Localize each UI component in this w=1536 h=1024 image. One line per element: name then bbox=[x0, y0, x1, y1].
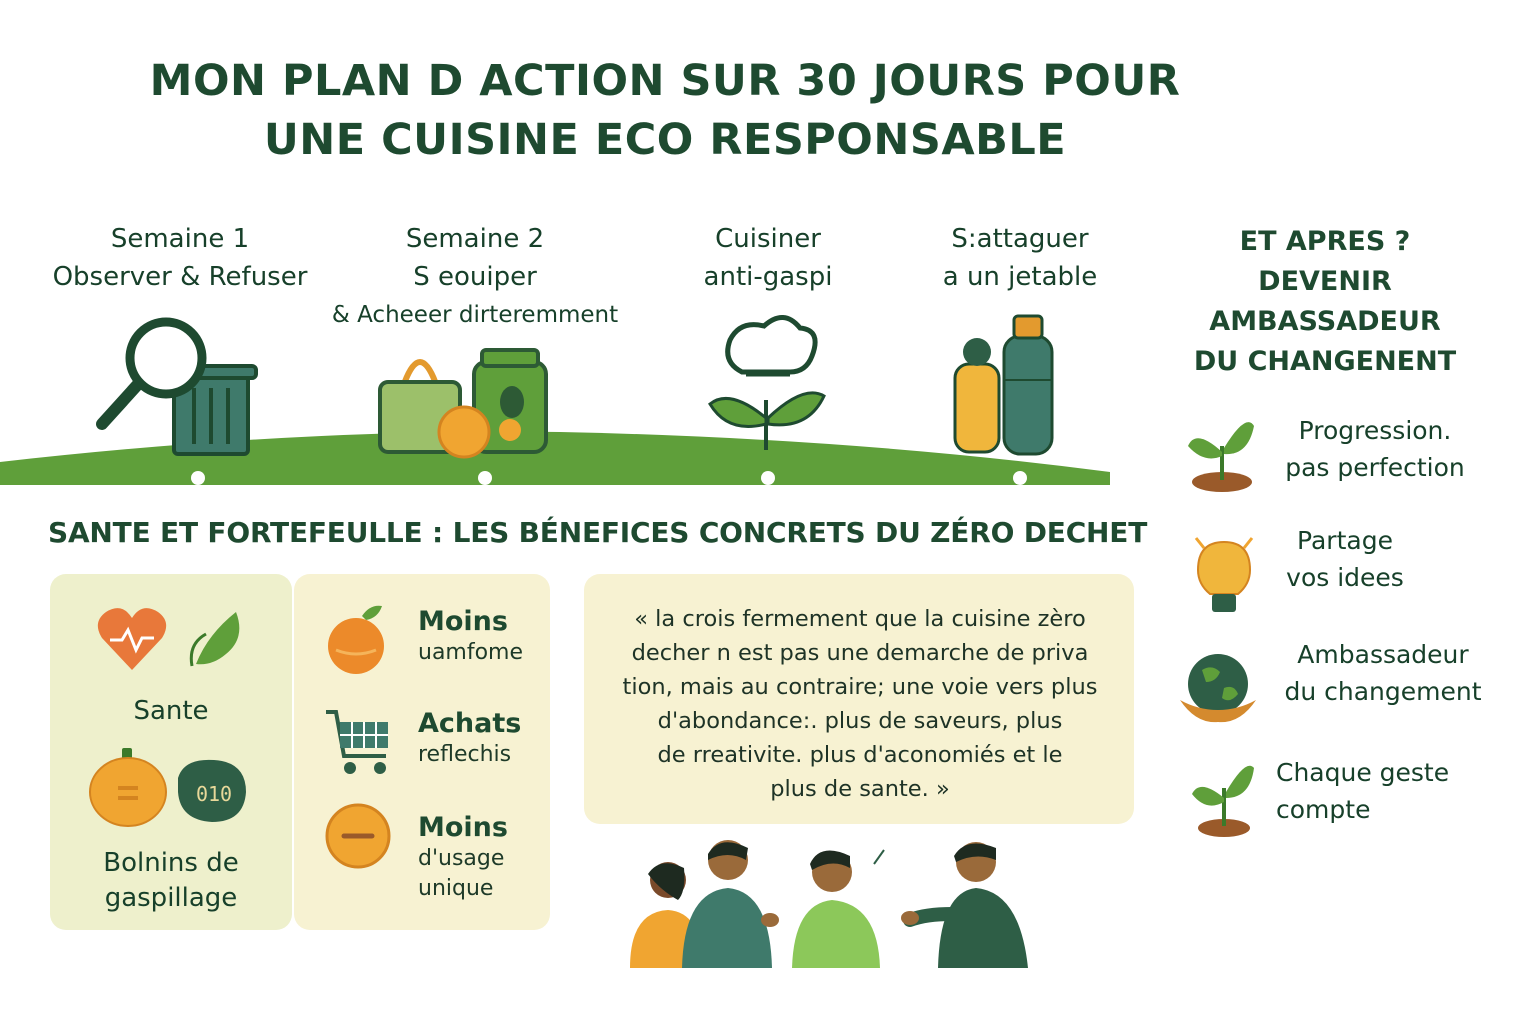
quote-line: d'abondance:. plus de saveurs, plus bbox=[657, 708, 1063, 734]
money-item-3: Moins d'usage unique bbox=[418, 812, 548, 904]
week-2-line-1: Semaine 2 bbox=[405, 224, 545, 254]
globe-hands-icon bbox=[1180, 654, 1256, 723]
after-title-line-3: AMBASSADEUR bbox=[1209, 306, 1441, 337]
week-4-line-2: a un jetable bbox=[942, 262, 1098, 292]
chef-hat-sprout-icon bbox=[708, 315, 826, 450]
person-4 bbox=[901, 842, 1028, 968]
money-item-1-title: Moins bbox=[418, 606, 508, 637]
week-3-line-2: anti-gaspi bbox=[703, 262, 833, 292]
waste-label-line-1: Bolnins de bbox=[103, 848, 239, 878]
benefits-section-title: SANTE ET FORTEFEULLE : LES BÉNEFICES CON… bbox=[48, 516, 1148, 549]
week-4-label: S:attaguer a un jetable bbox=[900, 220, 1140, 296]
title-line-1: MON PLAN D ACTION SUR 30 JOURS POUR bbox=[149, 56, 1181, 106]
person-3 bbox=[792, 850, 880, 968]
money-item-2-sub: reflechis bbox=[418, 742, 512, 767]
money-item-2: Achats reflechis bbox=[418, 708, 548, 770]
after-title-line-2: DEVENIR bbox=[1258, 266, 1392, 297]
pumpkin-coin-icon bbox=[89, 748, 167, 827]
quote-card bbox=[584, 574, 1134, 824]
cart-icon bbox=[326, 710, 388, 774]
money-item-1: Moins uamfome bbox=[418, 606, 548, 668]
page-title: MON PLAN D ACTION SUR 30 JOURS POUR UNE … bbox=[40, 52, 1290, 170]
title-line-2: UNE CUISINE ECO RESPONSABLE bbox=[263, 115, 1067, 165]
sprout-icon bbox=[1188, 422, 1254, 492]
timeline-dot bbox=[478, 471, 492, 485]
health-card bbox=[50, 574, 292, 930]
after-item-2: Partage vos idees bbox=[1270, 522, 1420, 596]
quote-line: de rreativite. plus d'aconomiés et le bbox=[657, 742, 1063, 768]
leaf-badge-icon bbox=[178, 759, 246, 822]
week-2-label: Semaine 2 S eouiper & Acheeer dirteremme… bbox=[315, 220, 635, 334]
week-1-line-2: Observer & Refuser bbox=[52, 262, 308, 292]
money-item-2-title: Achats bbox=[418, 708, 522, 739]
week-4-line-1: S:attaguer bbox=[951, 224, 1089, 254]
quote-line: plus de sante. » bbox=[770, 776, 950, 802]
after-item-4: Chaque geste compte bbox=[1276, 754, 1476, 828]
waste-label-line-2: gaspillage bbox=[104, 883, 238, 913]
timeline-dot bbox=[761, 471, 775, 485]
after-item-2-line-2: vos idees bbox=[1286, 563, 1404, 592]
money-item-3-sub-1: d'usage bbox=[418, 846, 505, 871]
after-title: ET APRES ? DEVENIR AMBASSADEUR DU CHANGE… bbox=[1160, 222, 1490, 382]
magnifier-trash-icon bbox=[96, 317, 258, 456]
week-2-line-3: & Acheeer dirteremment bbox=[331, 302, 619, 328]
minus-coin-icon bbox=[325, 803, 391, 869]
after-item-4-line-1: Chaque geste bbox=[1276, 758, 1450, 787]
person-2 bbox=[682, 840, 779, 968]
money-item-3-sub-2: unique bbox=[418, 876, 494, 901]
speech-mark bbox=[873, 849, 885, 865]
week-3-label: Cuisiner anti-gaspi bbox=[648, 220, 888, 296]
health-label: Sante bbox=[133, 696, 209, 726]
quote-line: decher n est pas une demarche de priva bbox=[631, 640, 1089, 666]
bottles-icon bbox=[953, 314, 1054, 456]
after-item-1-line-2: pas perfection bbox=[1285, 453, 1465, 482]
timeline-dot bbox=[1013, 471, 1027, 485]
heart-leaf-icon bbox=[97, 608, 240, 670]
after-item-3-line-2: du changement bbox=[1284, 677, 1482, 706]
after-item-3: Ambassadeur du changement bbox=[1278, 636, 1488, 710]
badge-text: 010 bbox=[195, 782, 233, 806]
after-item-1: Progression. pas perfection bbox=[1270, 412, 1480, 486]
after-title-line-4: DU CHANGENENT bbox=[1193, 346, 1457, 377]
quote-line: « la crois fermement que la cuisine zèro bbox=[634, 606, 1086, 632]
after-title-line-1: ET APRES ? bbox=[1239, 226, 1411, 257]
person-1 bbox=[630, 862, 704, 968]
week-1-line-1: Semaine 1 bbox=[110, 224, 250, 254]
lightbulb-icon bbox=[1194, 537, 1254, 612]
week-2-line-2: S eouiper bbox=[413, 262, 537, 292]
timeline-illustration bbox=[0, 314, 1110, 485]
quote-text: « la crois fermement que la cuisine zèro… bbox=[600, 602, 1120, 806]
sprout-icon bbox=[1192, 765, 1254, 837]
orange-icon bbox=[328, 605, 384, 674]
bag-jar-icon bbox=[378, 348, 548, 459]
grass-ground bbox=[0, 431, 1110, 485]
after-item-2-line-1: Partage bbox=[1297, 526, 1393, 555]
after-item-1-line-1: Progression. bbox=[1298, 416, 1452, 445]
waste-label: Bolnins de gaspillage bbox=[50, 846, 292, 916]
week-3-line-1: Cuisiner bbox=[715, 224, 821, 254]
money-item-1-sub: uamfome bbox=[418, 640, 524, 665]
money-item-3-title: Moins bbox=[418, 812, 508, 843]
people-discussion-illustration bbox=[630, 840, 1028, 968]
timeline-dot bbox=[191, 471, 205, 485]
week-1-label: Semaine 1 Observer & Refuser bbox=[30, 220, 330, 296]
quote-line: tion, mais au contraire; une voie vers p… bbox=[622, 674, 1098, 700]
after-item-3-line-1: Ambassadeur bbox=[1297, 640, 1469, 669]
after-item-4-line-2: compte bbox=[1276, 795, 1371, 824]
